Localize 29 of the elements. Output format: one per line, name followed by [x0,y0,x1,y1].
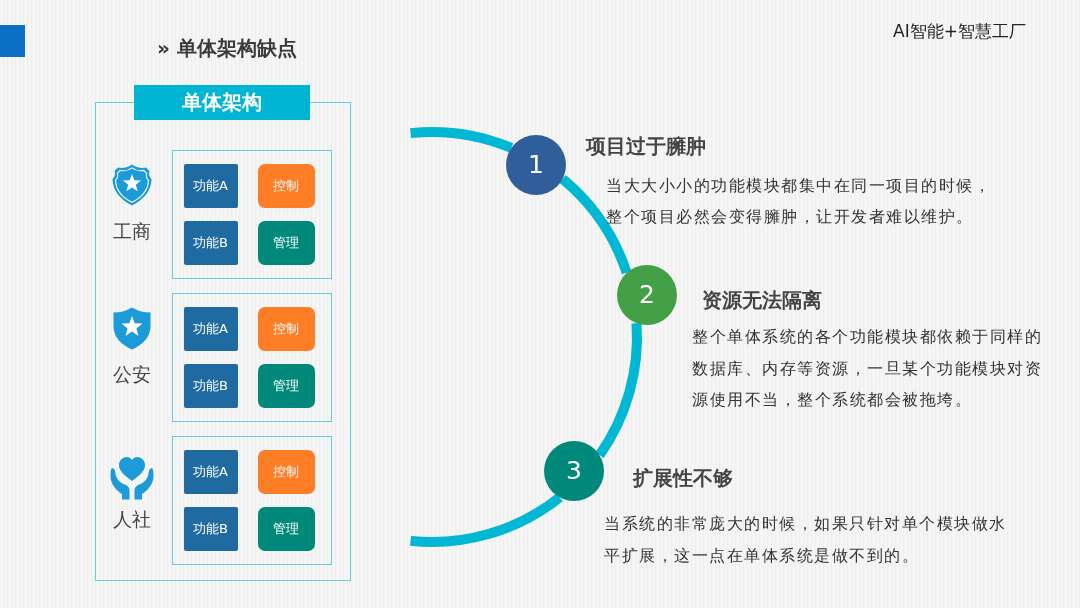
group-label: 人社 [112,507,152,532]
slide-title: » 单体架构缺点 [157,35,297,62]
group-label: 工商 [112,219,152,244]
header-tag: AI智能+智慧工厂 [893,19,1026,43]
module-tile: 功能A [183,163,238,208]
module-tile: 控制 [257,306,315,351]
step-heading: 项目过于臃肿 [586,133,706,159]
module-tile: 控制 [257,449,315,494]
step-description: 当大大小小的功能模块都集中在同一项目的时候，整个项目必然会变得臃肿，让开发者难以维护。 [606,175,992,228]
step-heading: 资源无法隔离 [702,287,822,313]
module-tile: 功能B [183,220,238,265]
module-tile: 管理 [257,506,315,551]
arc-connector [595,323,642,458]
module-tile: 管理 [257,220,315,265]
step-heading: 扩展性不够 [633,465,733,491]
module-tile: 功能B [183,363,238,408]
group-box [172,150,332,279]
step-description: 当系统的非常庞大的时候，如果只针对单个模块做水平扩展，这一点在单体系统是做不到的。 [604,513,1008,567]
title-tab: 单体架构 [134,85,310,120]
module-tile: 功能A [183,306,238,351]
group-box [172,436,332,565]
module-tile: 管理 [257,363,315,408]
module-tile: 功能B [183,506,238,551]
module-tile: 功能A [183,449,238,494]
module-tile: 控制 [257,163,315,208]
group-label: 公安 [112,362,152,387]
step-description: 整个单体系统的各个功能模块都依赖于同样的数据库、内存等资源，一旦某个功能模块对资源使用不当，整个系统都会被拖垮。 [692,326,1043,411]
arc-connector [559,175,632,275]
group-box [172,293,332,422]
